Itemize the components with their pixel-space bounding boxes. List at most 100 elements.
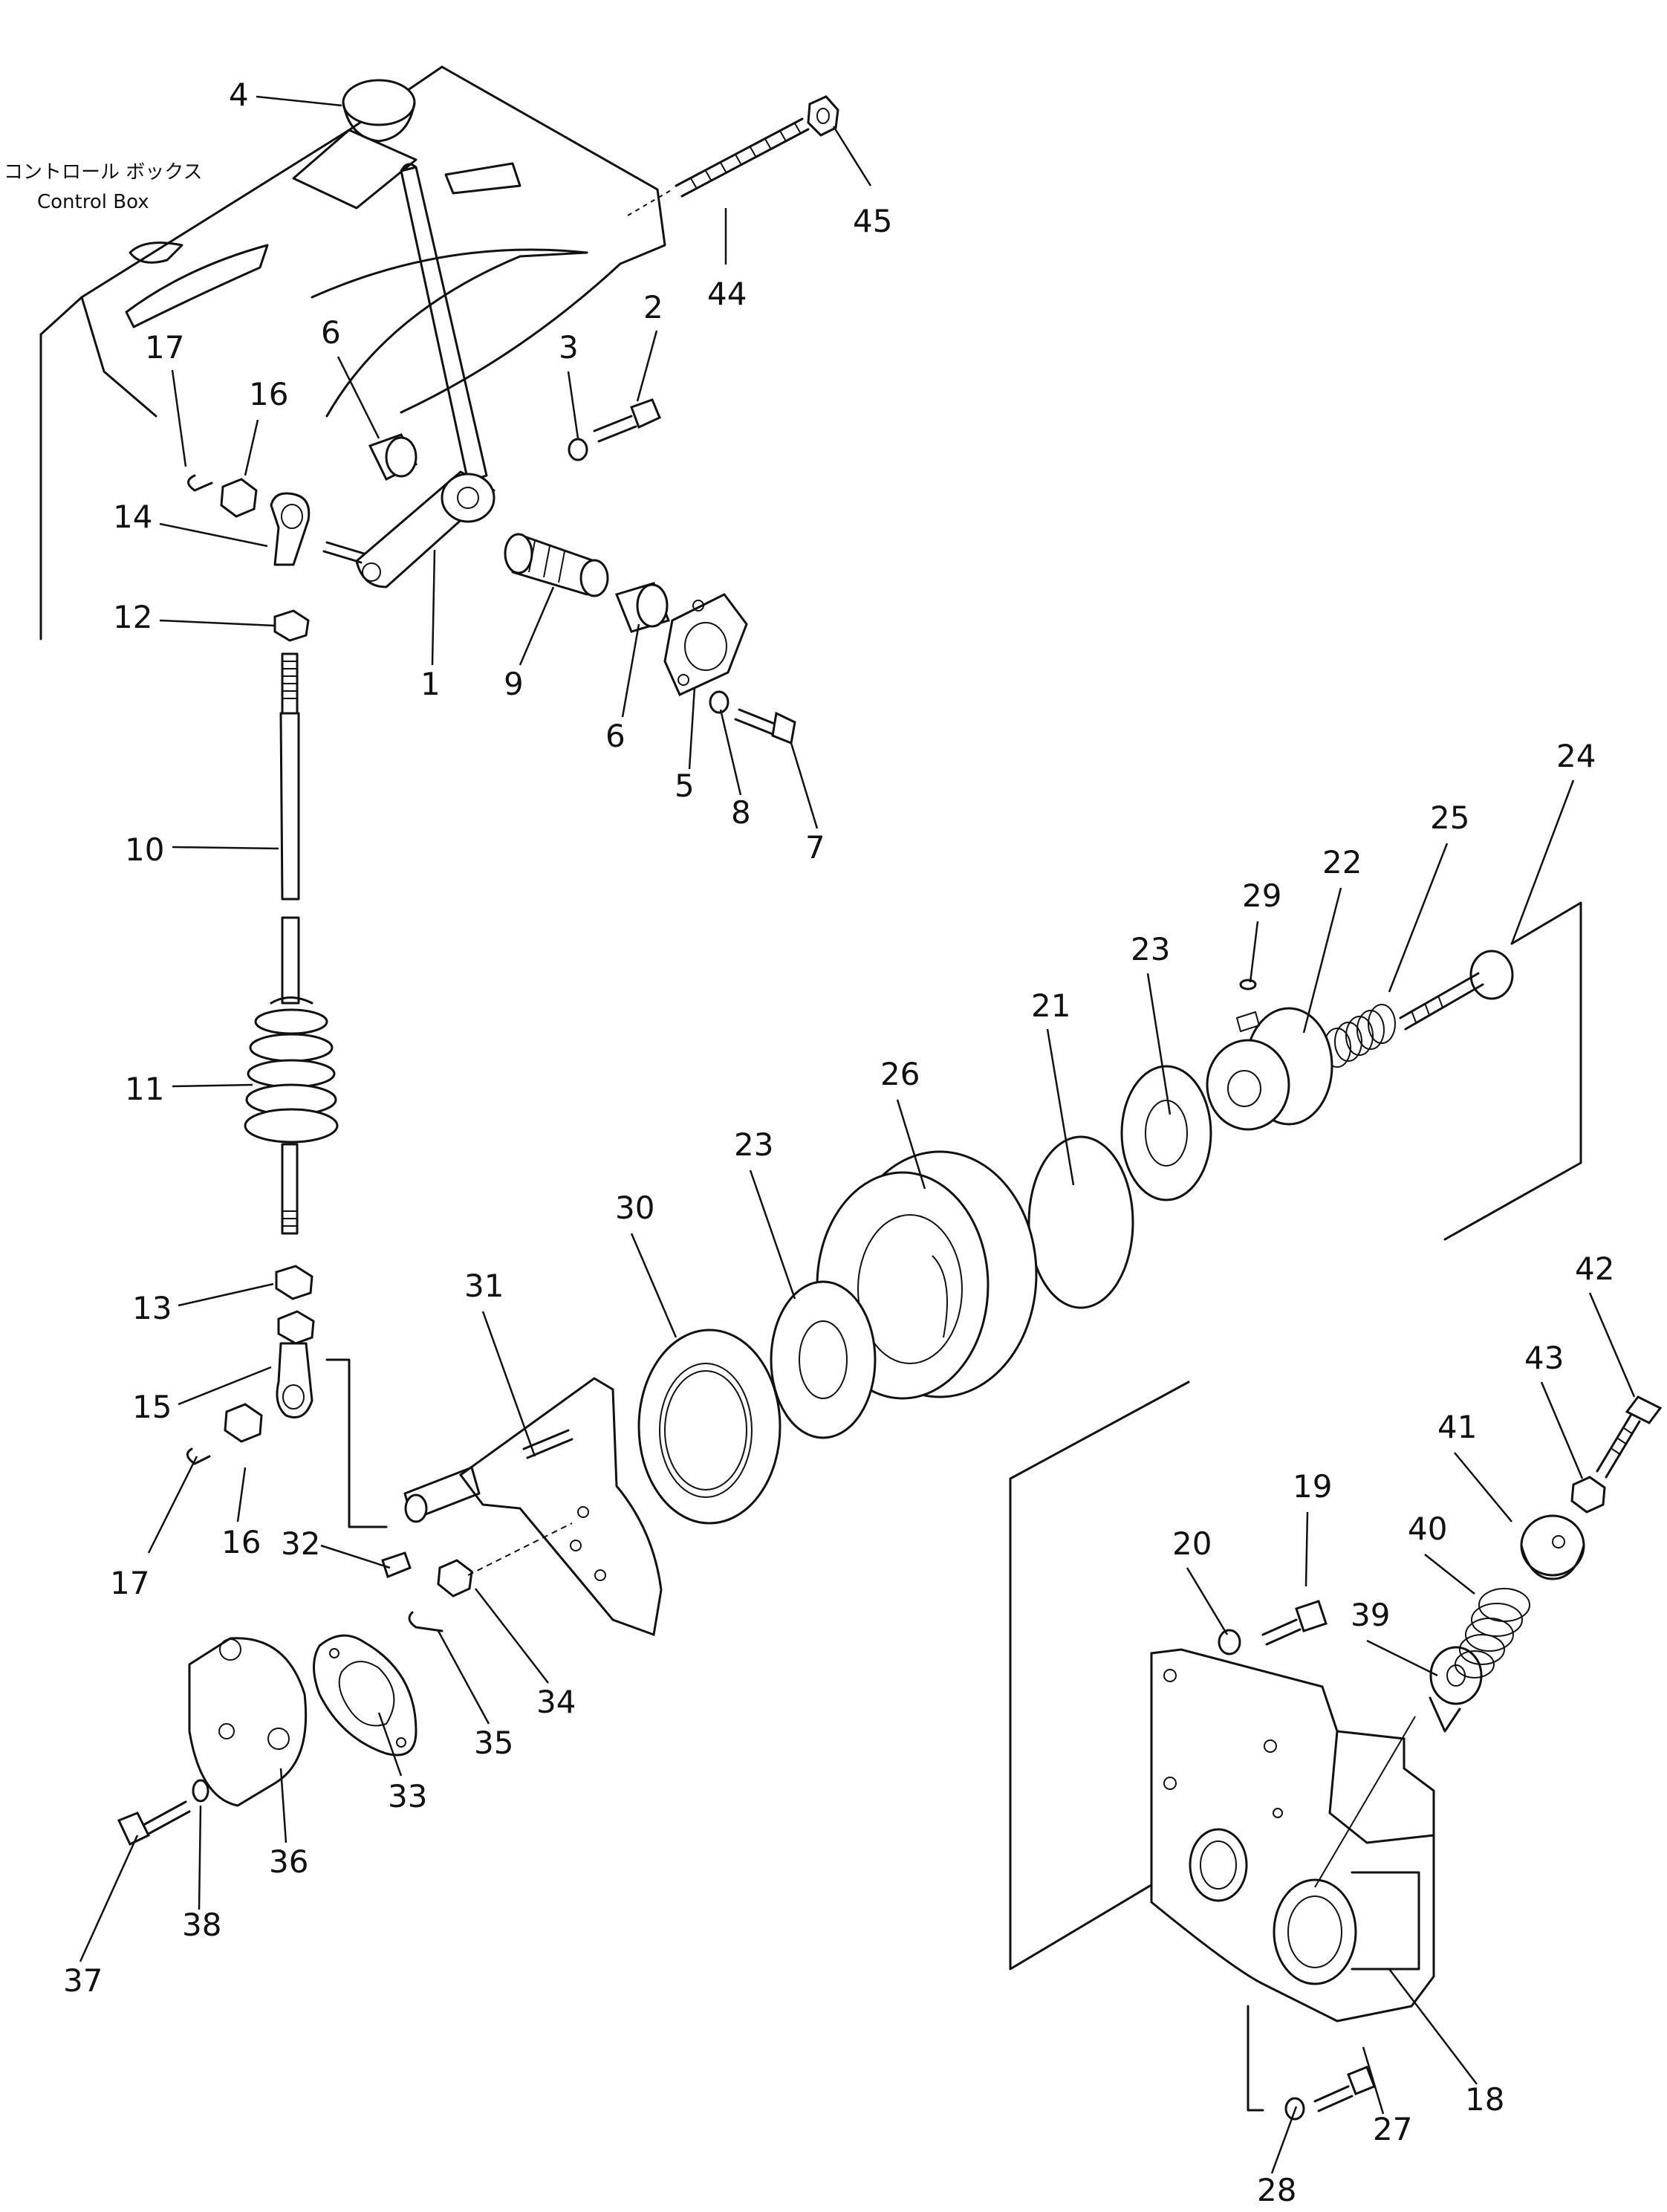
part-number-c28: 28 — [1257, 2172, 1296, 2208]
part-number-c43: 43 — [1524, 1340, 1564, 1376]
spring-small — [1323, 1004, 1396, 1068]
part-number-c29: 29 — [1242, 878, 1281, 914]
part-number-c18: 18 — [1465, 2081, 1504, 2118]
leader-line-c40 — [1424, 1554, 1475, 1595]
part-number-c42: 42 — [1575, 1251, 1614, 1287]
part-number-c19: 19 — [1293, 1468, 1332, 1505]
nut-cap — [1570, 1476, 1606, 1514]
caption-en: Control Box — [37, 191, 149, 213]
part-number-c37: 37 — [63, 1962, 103, 1999]
leader-line-c38 — [198, 1805, 202, 1910]
leader-line-c31 — [481, 1311, 536, 1457]
leader-line-c6b — [621, 623, 640, 718]
part-number-c7: 7 — [805, 829, 825, 866]
rubber-boot — [244, 996, 339, 1235]
leader-line-c10 — [172, 846, 279, 850]
leader-line-c28 — [1270, 2106, 1298, 2174]
bolt-cover — [117, 1800, 191, 1846]
part-number-c34: 34 — [536, 1684, 576, 1720]
nut — [807, 95, 839, 137]
spring-large — [1455, 1588, 1530, 1679]
leader-line-c29 — [1249, 921, 1259, 983]
leader-line-c45 — [832, 126, 872, 187]
linkage-frame — [325, 1358, 388, 1528]
bolt — [593, 398, 661, 443]
adjust-bolt — [1399, 950, 1514, 1031]
lock-nut — [273, 609, 310, 642]
bushing-lower — [614, 582, 671, 633]
lever-arm — [355, 470, 495, 588]
part-number-c32: 32 — [281, 1525, 320, 1562]
leader-line-c35 — [437, 1630, 490, 1725]
leader-line-c43 — [1540, 1381, 1584, 1479]
key-pin — [1239, 979, 1257, 990]
leader-line-c26 — [896, 1099, 926, 1190]
leader-line-c36 — [279, 1768, 287, 1843]
leader-line-c33 — [377, 1712, 403, 1777]
washer-body — [1218, 1629, 1241, 1655]
washer-cover — [192, 1779, 209, 1803]
shaft — [504, 533, 609, 597]
leader-line-c16b — [236, 1467, 247, 1522]
part-number-c5: 5 — [675, 768, 695, 804]
piston — [1206, 1007, 1333, 1131]
leader-line-c16a — [244, 419, 259, 476]
part-number-c6a: 6 — [321, 314, 341, 351]
part-number-c9: 9 — [504, 666, 524, 702]
part-number-c16a: 16 — [249, 376, 288, 412]
part-number-c38: 38 — [182, 1907, 221, 1943]
part-number-c41: 41 — [1437, 1409, 1477, 1445]
washer-flange — [709, 690, 729, 714]
part-number-c16b: 16 — [221, 1524, 261, 1560]
part-number-c17b: 17 — [110, 1565, 149, 1601]
part-number-c12: 12 — [113, 599, 152, 635]
cap — [1520, 1514, 1585, 1580]
part-number-c6b: 6 — [605, 718, 625, 754]
o-ring — [1027, 1135, 1134, 1309]
part-number-c44: 44 — [707, 276, 747, 312]
part-number-c45: 45 — [853, 203, 892, 239]
cotter-pin-bracket — [408, 1611, 443, 1632]
leader-line-c20 — [1186, 1567, 1229, 1635]
leader-line-c3 — [567, 371, 579, 439]
part-number-c26: 26 — [880, 1056, 920, 1092]
part-number-c25: 25 — [1430, 800, 1469, 836]
valve-frame-upper — [1443, 901, 1582, 1241]
part-number-c3: 3 — [559, 329, 579, 366]
valve-frame-lower — [1009, 1381, 1264, 2112]
bushing — [368, 433, 418, 481]
leader-line-c5 — [688, 687, 696, 770]
leader-line-c6a — [337, 356, 380, 439]
leader-line-c11 — [172, 1083, 253, 1088]
seat-leader — [1314, 1716, 1416, 1888]
part-number-c20: 20 — [1172, 1525, 1212, 1562]
part-number-c8: 8 — [731, 794, 751, 831]
nut-top — [220, 478, 258, 518]
leader-line-c12 — [159, 619, 276, 627]
leader-line-c23a — [1146, 973, 1172, 1115]
leader-line-c23b — [749, 1170, 796, 1300]
set-screw — [381, 1551, 412, 1578]
part-number-c33: 33 — [388, 1778, 427, 1814]
part-number-c30: 30 — [615, 1190, 654, 1226]
bolt-flange — [734, 708, 796, 745]
part-number-c22: 22 — [1322, 844, 1362, 880]
leader-line-c18 — [1388, 1968, 1478, 2085]
rod-end-bottom — [276, 1310, 315, 1418]
rod-end-top — [270, 492, 365, 566]
part-number-c23b: 23 — [734, 1126, 773, 1163]
part-number-c36: 36 — [269, 1843, 308, 1880]
control-box — [39, 65, 666, 640]
leader-line-c42 — [1588, 1292, 1636, 1398]
leader-line-c39 — [1366, 1639, 1438, 1677]
leader-line-c1 — [431, 549, 436, 666]
bolt-cap — [1596, 1395, 1663, 1479]
leader-line-c32 — [320, 1544, 391, 1569]
leader-line-c2 — [636, 330, 658, 402]
bolt-bottom — [1313, 2066, 1376, 2112]
part-number-c24: 24 — [1556, 738, 1596, 774]
part-number-c21: 21 — [1031, 987, 1070, 1024]
leader-line-c24 — [1510, 779, 1575, 944]
